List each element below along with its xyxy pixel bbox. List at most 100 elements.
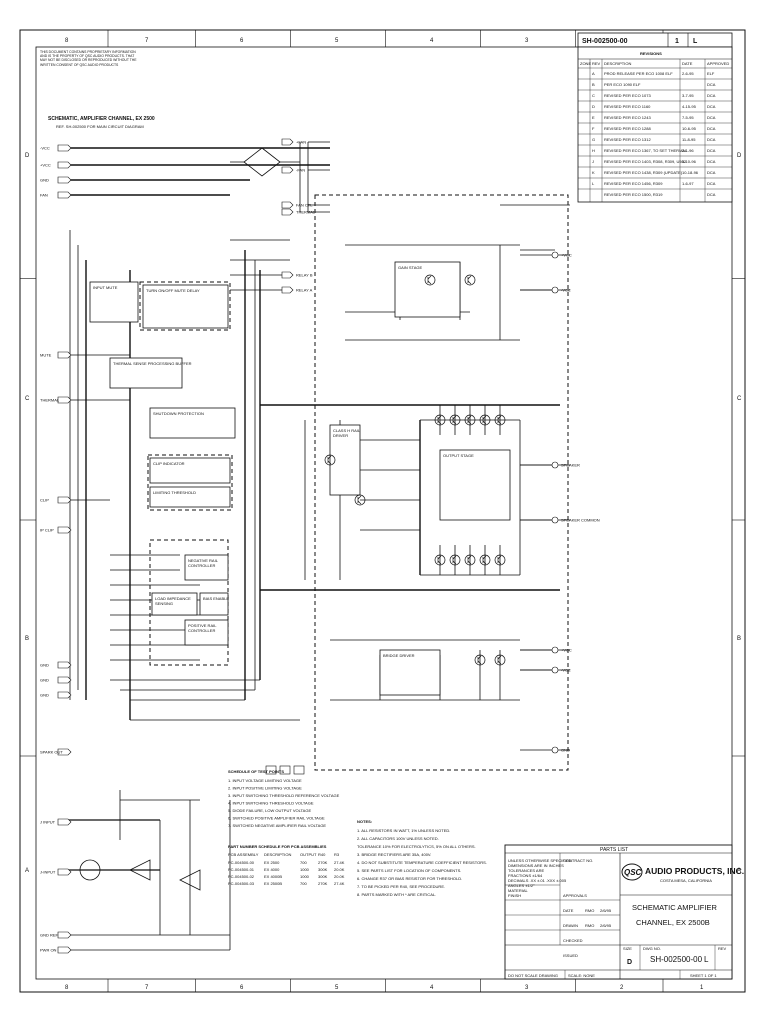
function-block-label: TURN ON/OFF MUTE DELAY xyxy=(146,288,200,293)
connector-left-label: SPARK OUT xyxy=(40,750,63,755)
parts-table-cell: EX 2500B xyxy=(264,881,282,886)
connector-left: +VCC xyxy=(40,161,72,169)
revision-cell: REVISED PER ECO 1500, R319 xyxy=(604,192,663,197)
zone-number-bottom: 3 xyxy=(525,985,529,991)
test-point-line: 7. SWITCHED NEGATIVE AMPLIFIER RAIL VOLT… xyxy=(228,823,326,828)
tolerance-line: ANGLES ±1/2° xyxy=(508,883,535,888)
transistor-symbol xyxy=(494,554,506,566)
revision-cell: 2-6-95 xyxy=(682,71,694,76)
test-point-line: 5. DIODE FAILURE, LOW OUTPUT VOLTAGE xyxy=(228,808,311,813)
revision-cell: 3-7-95 xyxy=(682,93,694,98)
transistor-symbol xyxy=(434,554,446,566)
function-block: INPUT MUTE xyxy=(89,281,139,323)
revision-cell: J xyxy=(592,159,594,164)
revision-cell: L xyxy=(592,181,595,186)
connector-right-label: SPEAKER xyxy=(561,463,580,468)
zone-number-bottom: 1 xyxy=(700,985,704,991)
revision-cell: REVISED PER ECO 1312 xyxy=(604,137,651,142)
parts-table-cell: 300K xyxy=(318,874,328,879)
revision-cell: 7-5-95 xyxy=(682,115,694,120)
transistor-symbol xyxy=(464,414,476,426)
connector-right: -VCC xyxy=(551,666,571,674)
connector-left-label: GND REF xyxy=(40,933,59,938)
revision-cell: 11-8-95 xyxy=(682,137,696,142)
company-name: AUDIO PRODUCTS, INC. xyxy=(645,866,744,876)
note-line: 5. SEE PARTS LIST FOR LOCATION OF COMPON… xyxy=(357,868,461,873)
parts-table-cell: EX 4000 xyxy=(264,867,280,872)
parts-table-cell: 27.4K xyxy=(334,881,345,886)
zone-number-bottom: 5 xyxy=(335,985,339,991)
approval-label: ISSUED xyxy=(563,953,578,958)
heatsink-enclosure xyxy=(139,194,569,771)
connector-right-label: GND xyxy=(561,748,570,753)
function-block-label: GAIN STAGE xyxy=(398,265,422,270)
parts-table-cell: 20.0K xyxy=(334,874,345,879)
zone-letter-right: B xyxy=(737,636,741,642)
connector-left-label: J-INPUT xyxy=(40,870,56,875)
connector-right: +VCC xyxy=(551,251,572,259)
drawing-title-line2: CHANNEL, EX 2500B xyxy=(636,918,710,927)
title-block: PARTS LIST UNLESS OTHERWISE SPECIFIEDDIM… xyxy=(504,844,744,980)
zone-ticks: 8877665544332211DDCCBBAA xyxy=(20,30,745,992)
approval-label: DATE xyxy=(563,908,574,913)
notes-title: NOTES: xyxy=(357,819,372,824)
note-line: 7. TO BE PICKED PER R40, SEE PROCEDURE. xyxy=(357,884,445,889)
connector-left: SPARK OUT xyxy=(40,748,72,756)
company-location: COSTA MESA, CALIFORNIA xyxy=(660,878,712,883)
revisions-header: DATE xyxy=(682,61,693,66)
test-point-line: 6. SWITCHED POSITIVE AMPLIFIER RAIL VOLT… xyxy=(228,816,325,821)
revision-cell: DCA xyxy=(707,93,716,98)
zone-number-top: 5 xyxy=(335,38,339,44)
outer-border xyxy=(19,29,746,993)
function-block: TURN ON/OFF MUTE DELAY xyxy=(142,284,229,329)
function-block: BIAS ENABLE xyxy=(199,592,229,616)
revision-cell: DCA xyxy=(707,126,716,131)
revision-cell: DCA xyxy=(707,104,716,109)
qsc-logo: QSC xyxy=(621,863,643,881)
connector-left-label: -VCC xyxy=(40,146,50,151)
revisions-title: REVISIONS xyxy=(640,51,662,56)
transistor-symbol xyxy=(354,494,366,506)
zone-letter-left: B xyxy=(25,636,29,642)
connector-left-label: GND xyxy=(40,663,49,668)
connector-right-label: SPEAKER COMMON xyxy=(561,518,600,523)
connector-top: THERMAL xyxy=(281,208,316,216)
transistor-symbol xyxy=(494,414,506,426)
function-block-label: POSITIVE RAIL xyxy=(188,623,217,628)
logo-text: QSC xyxy=(624,868,642,877)
zone-letter-right: C xyxy=(737,396,742,402)
zone-number-bottom: 2 xyxy=(620,985,624,991)
size-value: D xyxy=(627,959,632,966)
scale-label: SCALE: NONE xyxy=(568,973,595,978)
parts-table-header: OUTPUT xyxy=(300,852,317,857)
parts-table-cell: 700 xyxy=(300,881,307,886)
parts-list-label: PARTS LIST xyxy=(600,847,628,853)
revision-cell: D xyxy=(592,104,595,109)
connector-right: SPEAKER xyxy=(551,461,580,469)
parts-table-title: PART NUMBER SCHEDULE FOR PCB ASSEMBLIES xyxy=(228,844,327,849)
connector-left: IP CLIP xyxy=(40,526,72,534)
revision-cell: C xyxy=(592,93,595,98)
parts-table-cell: 1000 xyxy=(300,874,310,879)
connector-left: THERMAL xyxy=(40,396,72,404)
connector-top-label: RELAY A xyxy=(296,288,313,293)
connector-top: -FAN xyxy=(281,166,305,174)
zone-number-bottom: 8 xyxy=(65,985,69,991)
zone-number-bottom: 4 xyxy=(430,985,434,991)
revision-cell: K xyxy=(592,170,595,175)
transistor-symbol xyxy=(324,454,336,466)
zone-letter-left: D xyxy=(25,153,30,159)
note-line: 1. ALL RESISTORS IN WATT, 1% UNLESS NOTE… xyxy=(357,828,450,833)
note-line: 8. PARTS MARKED WITH * ARE CRITICAL. xyxy=(357,892,436,897)
function-block: BRIDGE DRIVER xyxy=(379,649,441,696)
transistor-symbol xyxy=(464,554,476,566)
schematic-title: SCHEMATIC, AMPLIFIER CHANNEL, EX 2500 xyxy=(48,116,155,122)
revision-cell: DCA xyxy=(707,115,716,120)
proprietary-notice: THIS DOCUMENT CONTAINS PROPRIETARY INFOR… xyxy=(40,50,137,67)
drawing-number-box: SH-002500-00 1 L xyxy=(577,32,733,48)
